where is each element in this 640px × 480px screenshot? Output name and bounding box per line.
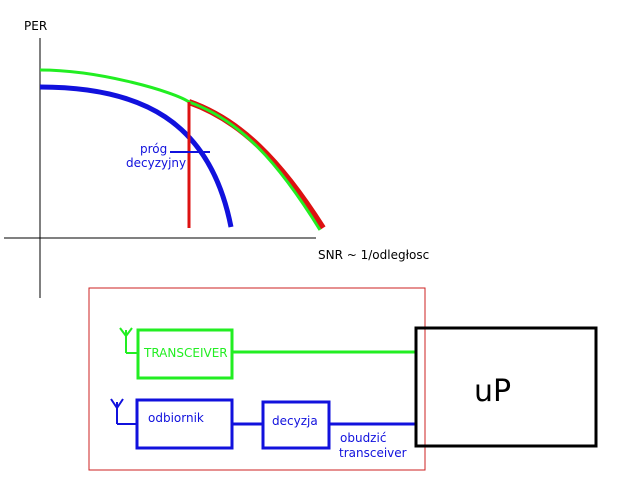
- receiver-label: odbiornik: [148, 411, 204, 425]
- microprocessor-label: uP: [474, 374, 511, 409]
- antenna-icon: [110, 398, 137, 425]
- wake-label-line1: obudzić: [340, 431, 386, 445]
- per-snr-plot: PER SNR ~ 1/odległosc próg decyzyjny: [4, 19, 429, 298]
- transceiver-block: [136, 328, 234, 380]
- block-diagram: TRANSCEIVER odbiornik decyzja obudzić tr…: [88, 287, 598, 471]
- wake-label-line2: transceiver: [339, 446, 407, 460]
- microprocessor-block: [414, 326, 598, 448]
- decision-label: decyzja: [272, 414, 318, 428]
- device-frame: [88, 287, 426, 471]
- antenna-icon: [119, 327, 138, 354]
- threshold-label-line2: decyzyjny: [126, 156, 186, 170]
- y-axis-label: PER: [24, 19, 47, 33]
- x-axis-label: SNR ~ 1/odległosc: [318, 248, 429, 262]
- receiver-curve: [39, 84, 234, 228]
- transceiver-label: TRANSCEIVER: [143, 346, 228, 360]
- threshold-label-line1: próg: [140, 142, 167, 156]
- transceiver-curve: [39, 68, 322, 231]
